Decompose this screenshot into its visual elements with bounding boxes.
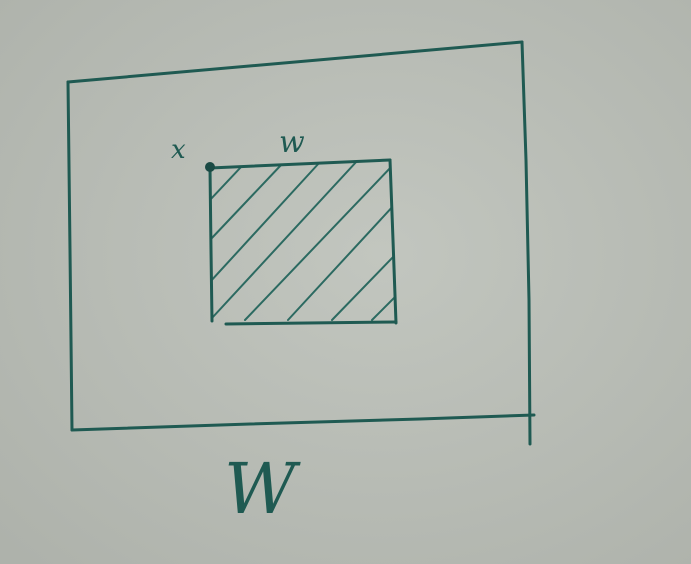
outer-width-label: W bbox=[224, 448, 301, 530]
point-label: x bbox=[171, 135, 186, 165]
hatch-lines bbox=[210, 160, 396, 321]
corner-point bbox=[205, 162, 215, 172]
inner-width-label: w bbox=[279, 125, 305, 160]
inner-rectangle bbox=[208, 158, 398, 326]
label-w: w bbox=[279, 125, 305, 160]
outer-rectangle bbox=[66, 40, 536, 446]
label-x: x bbox=[171, 135, 186, 165]
label-W: W bbox=[224, 448, 301, 530]
